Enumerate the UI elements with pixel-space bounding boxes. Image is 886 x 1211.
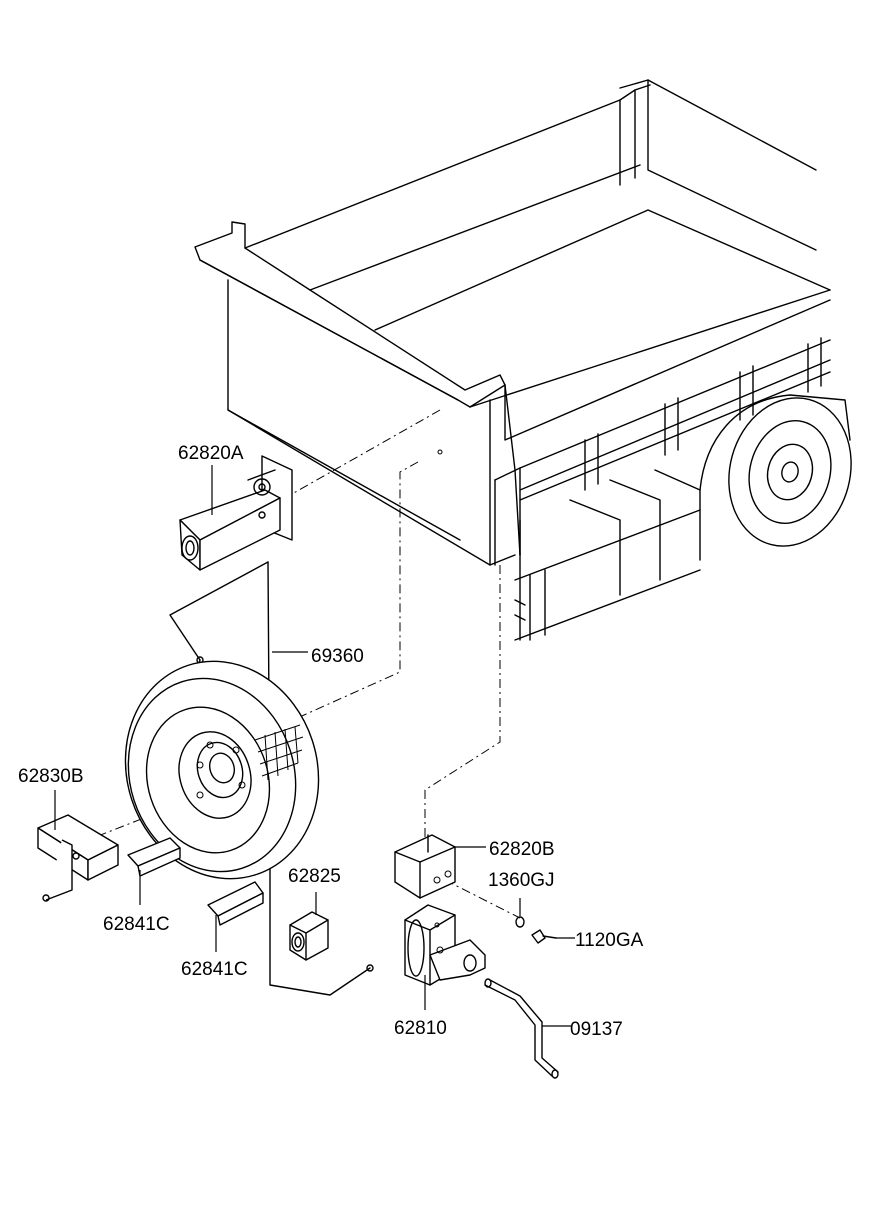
assembly-lines bbox=[79, 409, 521, 919]
lock-washer bbox=[515, 916, 525, 928]
rubber-pad-1 bbox=[127, 837, 181, 877]
part-label-62830B: 62830B bbox=[18, 766, 84, 787]
part-label-62820A: 62820A bbox=[178, 443, 244, 464]
lower-carrier-bracket bbox=[37, 814, 119, 902]
hex-bolt bbox=[531, 929, 557, 944]
cable-clamp bbox=[289, 911, 329, 961]
rubber-pad-2 bbox=[207, 881, 264, 926]
winch-handle-rod bbox=[484, 978, 559, 1079]
part-label-1120GA: 1120GA bbox=[575, 930, 644, 951]
part-label-62841C-b: 62841C bbox=[181, 959, 248, 980]
upper-carrier-bracket bbox=[179, 455, 293, 571]
part-label-09137: 09137 bbox=[570, 1019, 623, 1040]
part-label-62810: 62810 bbox=[394, 1018, 447, 1039]
part-label-1360GJ: 1360GJ bbox=[488, 870, 555, 891]
spare-tire-winch bbox=[404, 904, 486, 986]
dump-truck-body bbox=[194, 79, 852, 641]
part-labels: 62820A 69360 62830B 62841C 62841C 62825 … bbox=[18, 443, 644, 1040]
part-label-62841C-a: 62841C bbox=[103, 914, 170, 935]
part-label-69360: 69360 bbox=[311, 646, 364, 667]
part-label-62825: 62825 bbox=[288, 866, 341, 887]
leader-lines bbox=[54, 465, 575, 1027]
part-label-62820B: 62820B bbox=[489, 839, 555, 860]
spare-tire bbox=[124, 660, 320, 880]
winch-mounting-bracket bbox=[394, 834, 456, 899]
